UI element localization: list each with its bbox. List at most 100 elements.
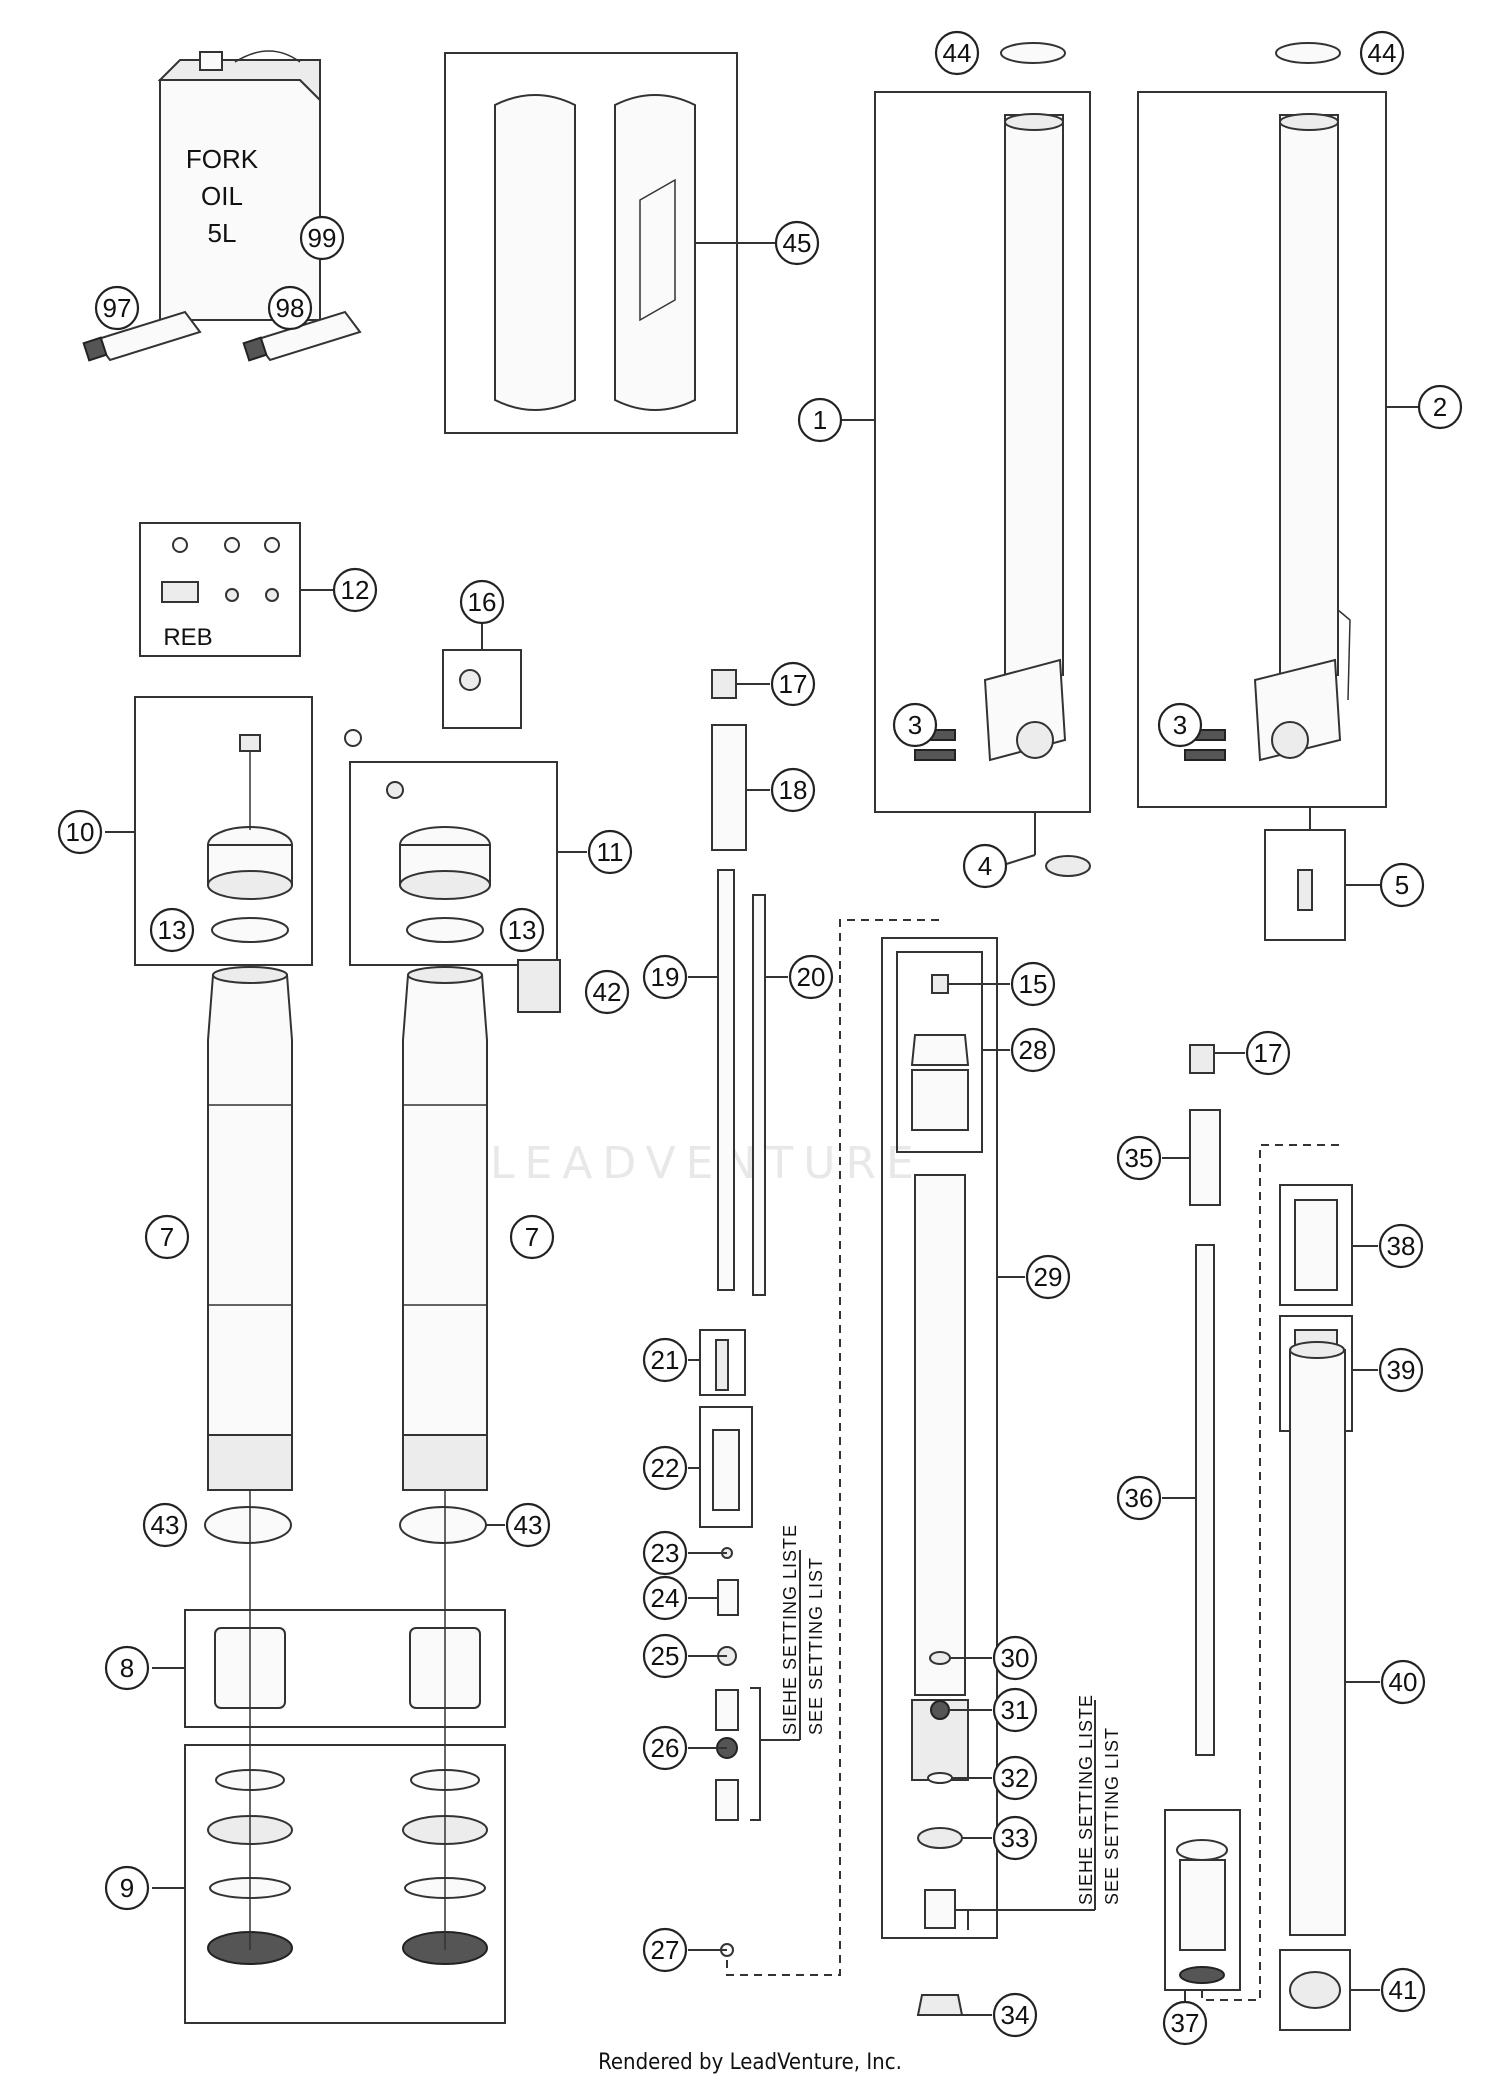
seals-9-box: [184, 1744, 506, 2024]
callout-45: 45: [774, 220, 820, 266]
cartridge-29: [910, 974, 970, 1781]
svg-text:13: 13: [158, 915, 187, 945]
callout-44-left: 44: [934, 30, 980, 76]
svg-text:12: 12: [341, 575, 370, 605]
svg-text:41: 41: [1389, 1975, 1418, 2005]
svg-text:45: 45: [783, 228, 812, 258]
callout-38: 38: [1378, 1223, 1424, 1269]
shim-stack-30-34: [916, 1651, 964, 2016]
svg-text:8: 8: [120, 1653, 134, 1683]
svg-text:32: 32: [1001, 1763, 1030, 1793]
callout-36: 36: [1116, 1475, 1162, 1521]
callout-40: 40: [1380, 1659, 1426, 1705]
callout-37: 37: [1162, 2000, 1208, 2046]
kit-12-parts: [161, 537, 280, 603]
callout-97: 97: [94, 285, 140, 331]
callout-15: 15: [1010, 961, 1056, 1007]
svg-text:99: 99: [308, 223, 337, 253]
callout-5: 5: [1379, 862, 1425, 908]
kit-12-label: REB: [163, 624, 212, 651]
outer-tube-right-box: [1137, 91, 1387, 808]
svg-text:17: 17: [779, 669, 808, 699]
svg-text:98: 98: [276, 293, 305, 323]
svg-text:2: 2: [1433, 392, 1447, 422]
oil-can-line1: FORK: [186, 144, 259, 174]
svg-text:34: 34: [1001, 2000, 1030, 2030]
callout-98: 98: [267, 285, 313, 331]
svg-text:39: 39: [1387, 1355, 1416, 1385]
svg-text:30: 30: [1001, 1643, 1030, 1673]
svg-text:97: 97: [103, 293, 132, 323]
callout-32: 32: [992, 1755, 1038, 1801]
svg-text:13: 13: [508, 915, 537, 945]
callout-3-right: 3: [1157, 702, 1203, 748]
callout-22: 22: [642, 1445, 688, 1491]
svg-text:29: 29: [1034, 1262, 1063, 1292]
setting-note-de-right: SIEHE SETTING LISTE: [1076, 1694, 1096, 1905]
svg-text:7: 7: [525, 1222, 539, 1252]
svg-text:43: 43: [514, 1510, 543, 1540]
fork-protector-sleeves: [494, 94, 696, 411]
svg-text:11: 11: [597, 837, 624, 867]
svg-text:23: 23: [651, 1538, 680, 1568]
fork-cap-11: [344, 729, 491, 900]
svg-text:44: 44: [943, 38, 972, 68]
svg-text:35: 35: [1125, 1143, 1154, 1173]
svg-text:20: 20: [797, 962, 826, 992]
setting-note-en-right: SEE SETTING LIST: [1102, 1727, 1122, 1905]
callout-43-right: 43: [505, 1502, 551, 1548]
callout-19: 19: [642, 954, 688, 1000]
svg-text:19: 19: [651, 962, 680, 992]
part-5: [1297, 869, 1313, 911]
svg-text:15: 15: [1019, 969, 1048, 999]
svg-text:3: 3: [1173, 710, 1187, 740]
inner-tube-right: [402, 966, 488, 1491]
bushings-8: [214, 1627, 481, 1709]
callout-99: 99: [299, 215, 345, 261]
svg-text:16: 16: [468, 587, 497, 617]
grease-tube-98: [242, 310, 362, 362]
fork-cap-11-box: [349, 761, 558, 966]
callout-11: 11: [587, 829, 633, 875]
callout-26: 26: [642, 1725, 688, 1771]
setting-note-en-left: SEE SETTING LIST: [806, 1557, 826, 1735]
svg-text:43: 43: [151, 1510, 180, 1540]
outer-tube-left-box: [874, 91, 1091, 813]
callout-31: 31: [992, 1687, 1038, 1733]
oil-can-line2: OIL: [201, 181, 243, 211]
callout-18: 18: [770, 767, 816, 813]
callout-43-left: 43: [142, 1502, 188, 1548]
callout-7-left: 7: [144, 1214, 190, 1260]
svg-text:25: 25: [651, 1641, 680, 1671]
svg-text:24: 24: [651, 1583, 680, 1613]
callout-39: 39: [1378, 1347, 1424, 1393]
outer-tube-left: [914, 113, 1067, 762]
callout-2: 2: [1417, 384, 1463, 430]
watermark-text: LEADVENTURE: [490, 1138, 924, 1189]
svg-text:44: 44: [1368, 38, 1397, 68]
svg-text:36: 36: [1125, 1483, 1154, 1513]
cartridge-29-box: [881, 937, 998, 1939]
callout-8: 8: [104, 1645, 150, 1691]
guard-ring-43-left: [204, 1506, 292, 1544]
svg-text:17: 17: [1254, 1038, 1283, 1068]
callout-10: 10: [57, 809, 103, 855]
part-41: [1289, 1971, 1341, 2009]
callout-1: 1: [797, 397, 843, 443]
svg-text:4: 4: [978, 851, 992, 881]
callout-27: 27: [642, 1927, 688, 1973]
callout-12: 12: [332, 567, 378, 613]
callout-35: 35: [1116, 1135, 1162, 1181]
callout-30: 30: [992, 1635, 1038, 1681]
svg-text:33: 33: [1001, 1823, 1030, 1853]
svg-text:38: 38: [1387, 1231, 1416, 1261]
callout-33: 33: [992, 1815, 1038, 1861]
callout-16: 16: [459, 579, 505, 625]
svg-text:26: 26: [651, 1733, 680, 1763]
callout-7-right: 7: [509, 1214, 555, 1260]
fork-oil-can: FORK OIL 5L: [157, 50, 321, 321]
callout-3-left: 3: [892, 702, 938, 748]
svg-text:9: 9: [120, 1873, 134, 1903]
o-ring-13-left: [211, 917, 289, 943]
